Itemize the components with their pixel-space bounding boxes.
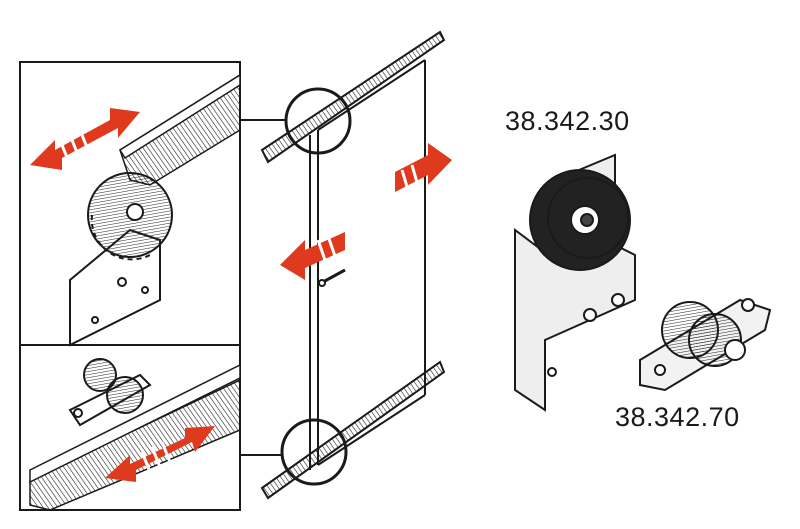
top-callout-circle (284, 87, 352, 155)
product-code-small: 38.342.70 (615, 402, 740, 432)
bottom-callout-circle (280, 418, 348, 486)
sliding-door (260, 30, 446, 500)
wheel-bracket-large (514, 153, 636, 412)
arrow-left-door (280, 232, 345, 280)
roller-small (639, 298, 772, 392)
product-code-large: 38.342.30 (505, 106, 630, 136)
double-arrow-bottom (105, 426, 215, 482)
arrow-stripes (60, 134, 420, 473)
arrow-right-door (395, 143, 452, 192)
detail-inset (19, 61, 241, 511)
callout-lines (240, 119, 286, 456)
